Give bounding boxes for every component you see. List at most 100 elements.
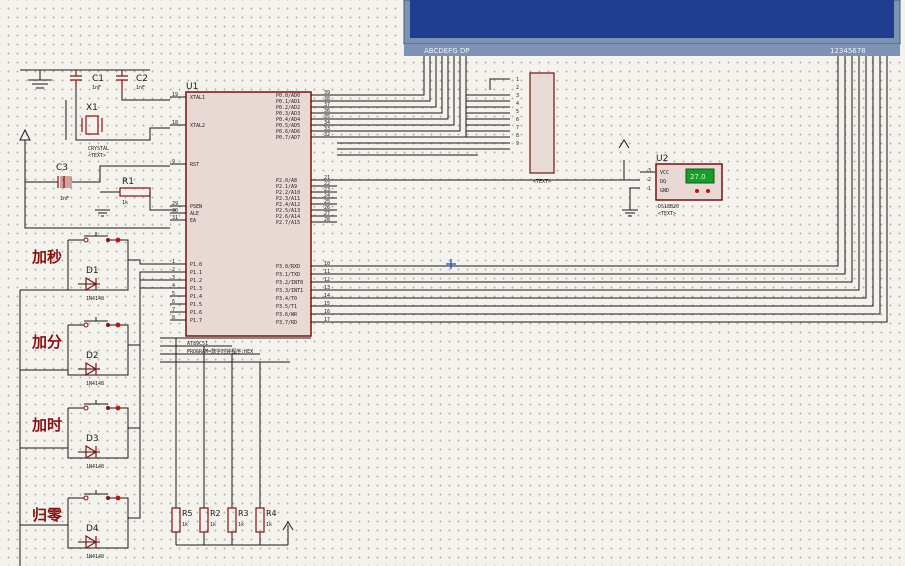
mcu-left-pin-label: XTAL1 (190, 95, 205, 101)
respack-pin-number: 7 (516, 125, 519, 131)
lcd-display[interactable]: ABCDEFG DP 12345678 (403, 0, 901, 53)
mcu-right-pin-number: 34 (324, 120, 330, 126)
mcu-right-pin-label: P2.4/A12 (276, 202, 300, 208)
respack-pin-number: 6 (516, 117, 519, 123)
mcu-right-pin-label: P3.4/T0 (276, 296, 297, 302)
mcu-right-pin-label: P3.3/INT1 (276, 288, 303, 294)
resistor-ref: R4 (266, 509, 277, 518)
segment-bus-wires (337, 56, 510, 156)
respack-pin-number: 8 (516, 133, 519, 139)
temperature-sensor[interactable]: U2 27.0 VCC DQ GND 3 2 1 DS18B20 <TEXT> (648, 154, 723, 217)
pull-resistor[interactable]: R4 1k (255, 362, 277, 545)
mcu-program: PROGRAM=数字时钟程序.HEX (187, 348, 253, 355)
resistor-value: 1k (266, 522, 272, 528)
sensor-text: <TEXT> (658, 211, 676, 217)
mcu-right-pin-label: P0.4/AD4 (276, 117, 300, 123)
mcu-right-pin-number: 10 (324, 261, 330, 267)
mcu-right-pin-number: 23 (324, 187, 330, 193)
mcu-right-pin-number: 36 (324, 108, 330, 114)
mcu-right-pin-number: 39 (324, 90, 330, 96)
diode-part: 1N4148 (86, 554, 104, 560)
push-button-group[interactable]: 加秒 D1 1N4148 (31, 232, 170, 302)
mcu-right-pin-label: P0.0/AD0 (276, 93, 300, 99)
mcu-left-pin-label: P1.1 (190, 270, 202, 276)
sensor-ref: U2 (656, 154, 668, 164)
diode-label: D2 (86, 351, 99, 361)
mcu-right-pin-label: P3.1/TXD (276, 272, 300, 278)
mcu-right-pin-number: 27 (324, 211, 330, 217)
mcu-part: AT89C51 (187, 341, 208, 347)
resistor-value: 1k (210, 522, 216, 528)
respack-pin-number: 4 (516, 101, 519, 107)
mcu-right-pin-label: P0.1/AD1 (276, 99, 300, 105)
sensor-pin-gnd: GND (660, 188, 669, 194)
diode-part: 1N4148 (86, 381, 104, 387)
mcu-left-pin-number: 31 (172, 215, 178, 221)
c1-label: C1 (92, 74, 104, 84)
respack-pin-number: 2 (516, 85, 519, 91)
mcu-left-pin-number: 1 (172, 259, 175, 265)
diode-label: D1 (86, 266, 99, 276)
diode-part: 1N4148 (86, 296, 104, 302)
mcu-right-pin-number: 28 (324, 217, 330, 223)
mcu-left-pin-label: ALE (190, 211, 199, 217)
mcu-left-pin-label: PSEN (190, 204, 202, 210)
sensor-pin-number: 1 (648, 186, 651, 192)
mcu-left-pin-label: P1.2 (190, 278, 202, 284)
mcu-right-pin-label: P0.2/AD2 (276, 105, 300, 111)
mcu-left-pin-number: 7 (172, 307, 175, 313)
sensor-pin-vcc: VCC (660, 170, 669, 176)
mcu-right-pin-label: P3.2/INT0 (276, 280, 303, 286)
mcu-chip[interactable]: U1 XTAL119XTAL218RST9PSEN29ALE30EA31P1.0… (170, 82, 337, 355)
x1-label: X1 (86, 103, 98, 113)
button-label: 加时 (31, 416, 62, 434)
mcu-left-pin-label: XTAL2 (190, 123, 205, 129)
mcu-right-pin-label: P3.7/RD (276, 320, 297, 326)
mcu-right-pin-number: 38 (324, 96, 330, 102)
resistor-ref: R5 (182, 509, 193, 518)
diode-part: 1N4148 (86, 464, 104, 470)
mcu-left-pin-label: EA (190, 218, 196, 224)
mcu-right-pin-label: P2.3/A11 (276, 196, 300, 202)
mcu-right-pin-label: P0.3/AD3 (276, 111, 300, 117)
respack-pin-number: 3 (516, 93, 519, 99)
mcu-right-pin-label: P2.5/A13 (276, 208, 300, 214)
mcu-left-pin-label: P1.0 (190, 262, 202, 268)
oscillator-circuit[interactable]: C1 C2 1nF 1nF X1 CRYSTAL <TEXT> C3 1nF R… (19, 69, 176, 229)
mcu-right-pin-number: 13 (324, 285, 330, 291)
diode-label: D3 (86, 434, 99, 444)
button-label: 加秒 (31, 248, 62, 266)
mcu-right-pin-number: 24 (324, 193, 330, 199)
mcu-left-pin-number: 8 (172, 315, 175, 321)
sensor-pin-dq: DQ (660, 179, 666, 185)
mcu-right-pin-number: 17 (324, 317, 330, 323)
mcu-right-pin-label: P3.0/RXD (276, 264, 300, 270)
mcu-left-pin-number: 3 (172, 275, 175, 281)
digit-bus-wires (337, 56, 888, 323)
c1-value: 1nF (92, 85, 101, 91)
mcu-right-pin-number: 33 (324, 126, 330, 132)
resistor-ref: R3 (238, 509, 249, 518)
mcu-left-pin-label: RST (190, 162, 199, 168)
mcu-right-pin-label: P2.1/A9 (276, 184, 297, 190)
c3-value: 1nF (60, 196, 69, 202)
mcu-left-pin-number: 29 (172, 201, 178, 207)
mcu-right-pin-number: 25 (324, 199, 330, 205)
sensor-part: DS18B20 (658, 204, 679, 210)
mcu-right-pin-label: P2.2/A10 (276, 190, 300, 196)
mcu-right-pin-label: P2.0/A8 (276, 178, 297, 184)
mcu-right-pin-label: P2.6/A14 (276, 214, 300, 220)
mcu-right-pin-number: 11 (324, 269, 330, 275)
mcu-right-pin-number: 37 (324, 102, 330, 108)
sensor-reading: 27.0 (690, 173, 706, 181)
